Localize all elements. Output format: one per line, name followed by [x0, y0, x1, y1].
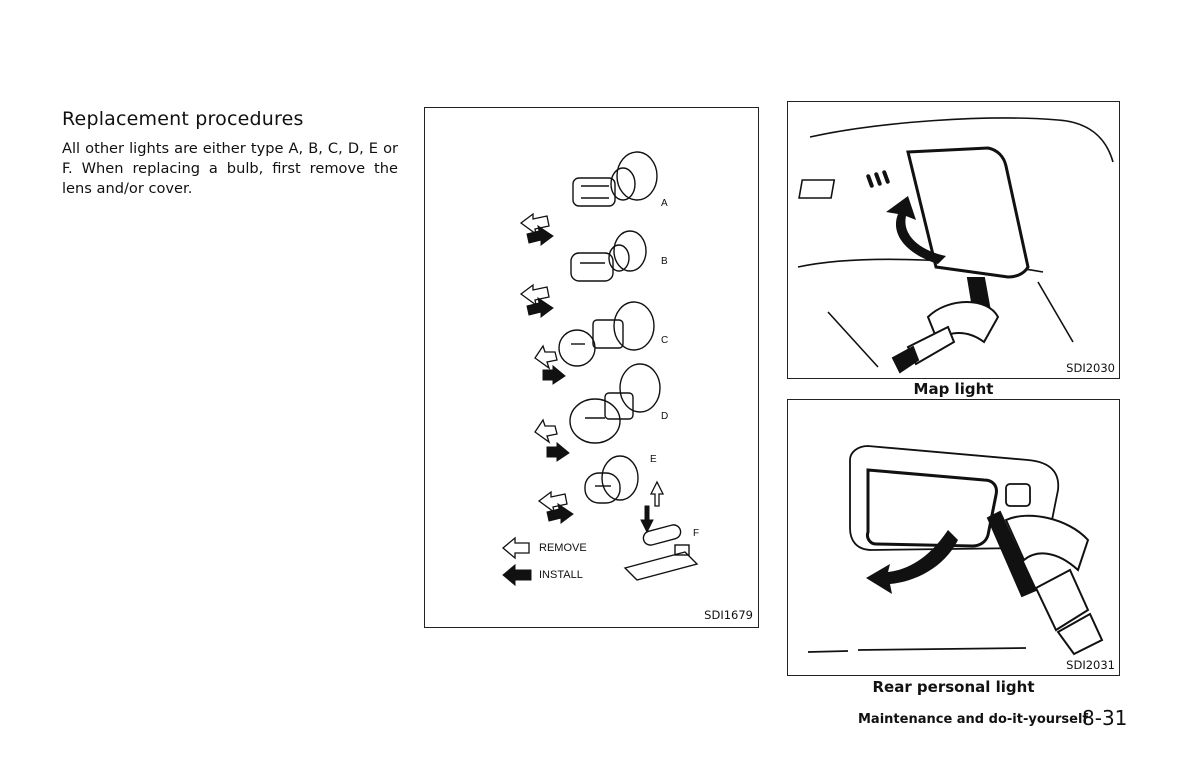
bulb-f-icon [623, 524, 699, 581]
figure-caption: Map light [913, 380, 994, 398]
remove-arrows [519, 212, 665, 514]
bulb-label-e: E [650, 454, 657, 465]
bulb-c-icon [558, 301, 655, 367]
screwdriver-icon [891, 277, 1000, 374]
legend-remove-label: REMOVE [539, 542, 587, 554]
figure-code: SDI2030 [1066, 361, 1115, 375]
lens-cover [866, 468, 998, 548]
screwdriver-icon [986, 510, 1104, 656]
legend-remove-arrow-icon [501, 536, 530, 560]
install-arrows [526, 224, 654, 534]
footer-section-title: Maintenance and do-it-yourself [858, 712, 1089, 727]
lens-cover [906, 146, 1030, 279]
bulb-types-figure: A B C D E F REMOVE INSTALL SDI1679 [424, 107, 759, 628]
headliner-edge [809, 117, 1114, 163]
bulb-e-icon [584, 455, 639, 504]
figure-caption: Rear personal light [872, 678, 1035, 696]
page-number: 8-31 [1082, 706, 1128, 730]
section-heading: Replacement procedures [62, 108, 304, 130]
install-arrow-icon [546, 441, 570, 462]
remove-arrow-icon [534, 418, 558, 444]
bulb-label-b: B [661, 256, 668, 267]
bulb-d-icon [569, 363, 661, 444]
bulb-a-icon [572, 151, 658, 207]
install-arrow-icon [542, 364, 566, 385]
rear-personal-light-illustration [807, 445, 1104, 656]
install-arrow-icon [546, 502, 574, 524]
bulb-label-f: F [693, 528, 699, 539]
bulb-b-icon [570, 230, 647, 282]
section-body-text: All other lights are either type A, B, C… [62, 140, 398, 197]
rear-personal-light-figure: SDI2031 [787, 399, 1120, 676]
figure-code: SDI1679 [704, 608, 753, 622]
legend-install-label: INSTALL [539, 569, 583, 581]
remove-arrow-icon [534, 344, 558, 370]
install-arrow-icon [640, 505, 654, 534]
bulb-label-c: C [661, 335, 668, 346]
bulb-label-d: D [661, 411, 668, 422]
bulb-label-a: A [661, 198, 668, 209]
remove-direction-arrow-icon [866, 530, 958, 594]
map-light-figure: SDI2030 [787, 101, 1120, 379]
install-arrow-icon [526, 224, 554, 246]
map-light-lens [798, 179, 836, 199]
map-light-illustration [797, 117, 1114, 374]
remove-arrow-icon [649, 480, 665, 507]
figure-code: SDI2031 [1066, 658, 1115, 672]
bulb-types-illustration: A B C D E F REMOVE INSTALL [501, 151, 699, 587]
install-arrow-icon [526, 296, 554, 318]
open-direction-arrow-icon [886, 196, 946, 264]
legend-install-arrow-icon [502, 563, 532, 587]
